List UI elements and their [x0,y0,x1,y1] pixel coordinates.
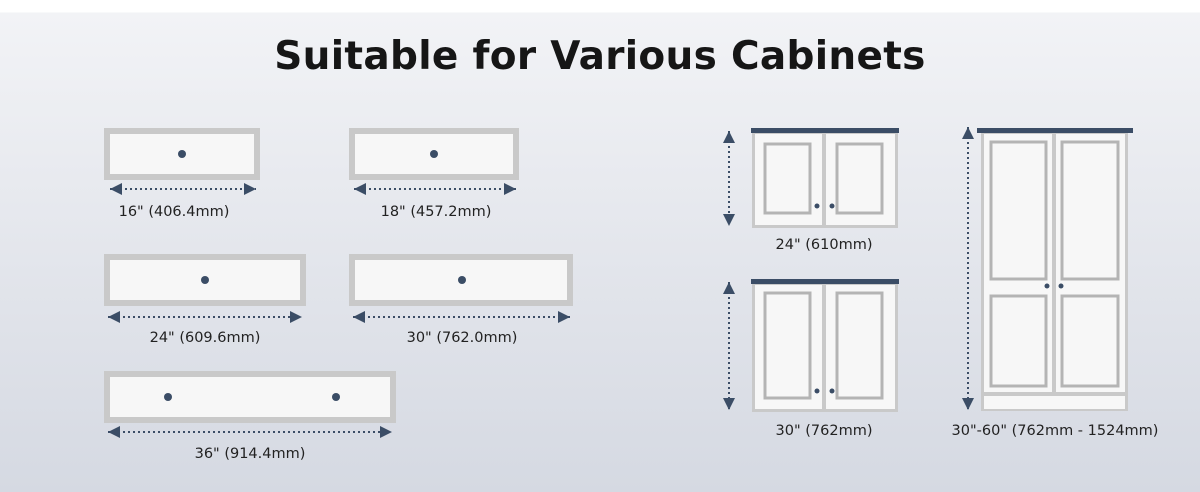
drawer-36-label: 36" (914.4mm) [194,446,306,462]
knob-icon [1044,283,1050,289]
knob-icon [430,150,438,158]
drawer-16-label: 16" (406.4mm) [118,204,230,220]
knob-icon [829,203,835,209]
page-title: Suitable for Various Cabinets [274,34,926,79]
knob-icon [332,393,340,401]
drawer-36-inch [104,371,396,438]
knob-icon [829,388,835,394]
cabinet-tall [962,127,1133,411]
knob-icon [458,276,466,284]
drawer-18-label: 18" (457.2mm) [380,204,492,220]
cabinet-24-label: 24" (610mm) [775,237,873,253]
drawer-24-inch [104,254,306,323]
knob-icon [1058,283,1064,289]
knob-icon [814,388,820,394]
knob-icon [201,276,209,284]
drawer-30-label: 30" (762.0mm) [406,330,518,346]
drawer-24-label: 24" (609.6mm) [149,330,261,346]
cabinet-30-inch [723,279,899,412]
cabinet-30-label: 30" (762mm) [775,423,873,439]
knob-icon [178,150,186,158]
drawer-30-inch [349,254,573,323]
drawer-16-inch [104,128,260,195]
knob-icon [164,393,172,401]
knob-icon [814,203,820,209]
drawer-18-inch [349,128,519,195]
cabinet-24-inch [723,128,899,228]
cabinet-tall-label: 30"-60" (762mm - 1524mm) [951,423,1159,439]
